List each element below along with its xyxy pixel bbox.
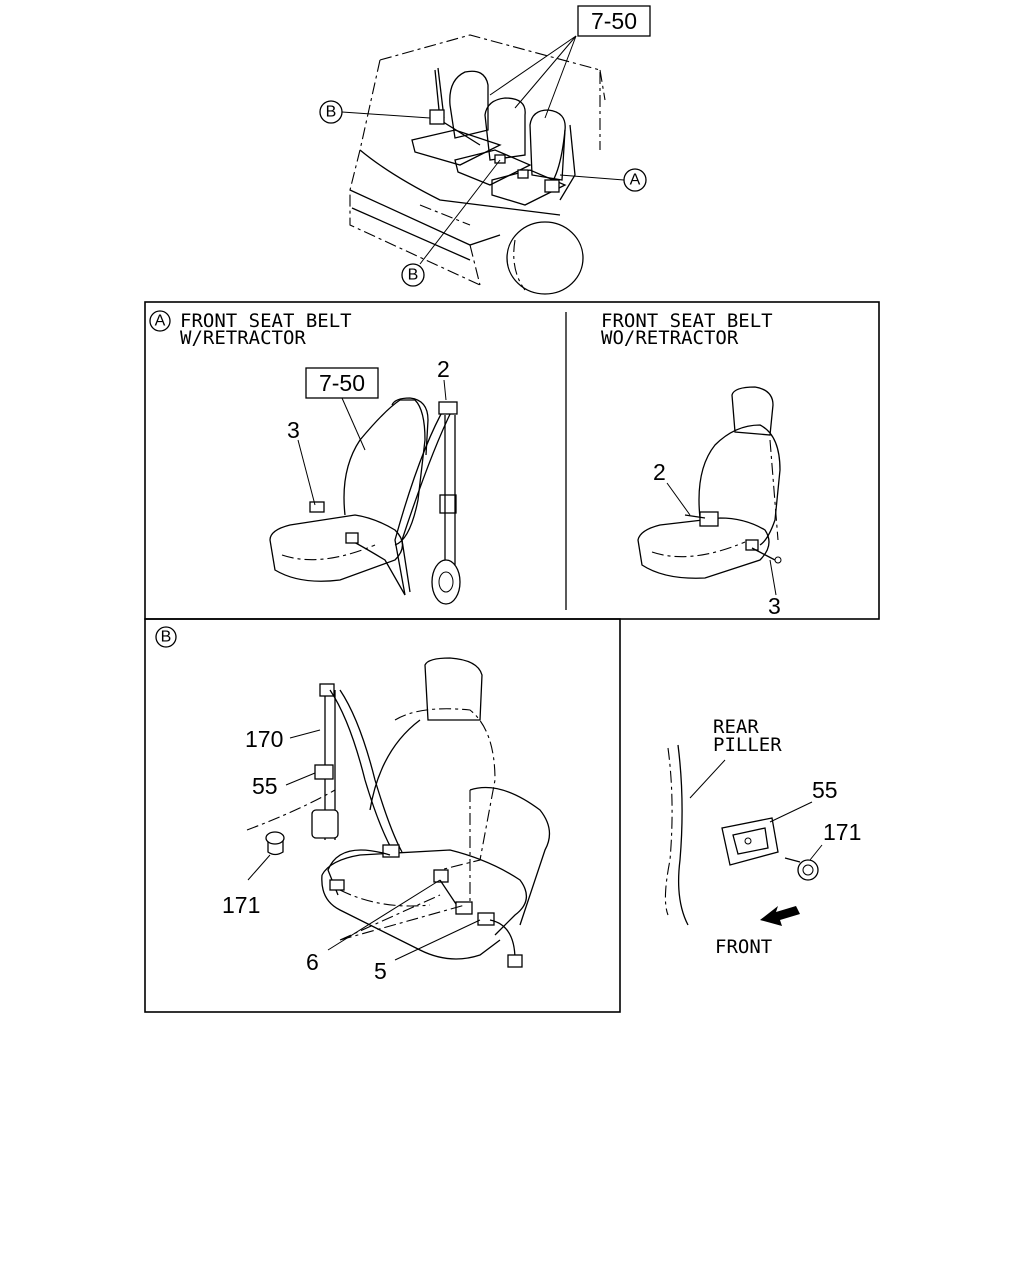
panel-b-callout: B [155,626,177,648]
svg-text:B: B [408,267,419,284]
panel-a-right-part-2: 2 [653,459,666,485]
svg-text:A: A [630,172,641,189]
pillar-detail-drawing [664,744,823,926]
front-arrow-icon [760,906,800,926]
pillar-label-line2: PILLER [713,734,782,756]
svg-text:7-50: 7-50 [591,8,637,34]
panel-b-frame [144,618,621,1013]
overview-callout-b-lower: B [401,263,425,287]
overview-ref-box: 7-50 [577,5,651,37]
panel-a-right-title-line2: WO/RETRACTOR [601,327,739,349]
pillar-part-55: 55 [812,777,838,803]
panel-a-right-seat-without-retractor [637,386,782,596]
panel-b-part-5: 5 [374,958,387,984]
svg-text:B: B [326,104,337,121]
panel-b-bench-seat [246,657,551,968]
panel-b-part-55: 55 [252,773,278,799]
svg-text:7-50: 7-50 [319,370,365,396]
pillar-label-line1: REAR [713,716,759,738]
panel-a-seat-with-retractor [269,379,461,605]
front-label: FRONT [715,936,772,958]
panel-a-ref-box: 7-50 [305,367,379,399]
panel-b-part-6: 6 [306,949,319,975]
overview-callout-a: A [623,168,647,192]
pillar-part-171: 171 [823,819,861,845]
panel-b-part-171: 171 [222,892,260,918]
svg-text:A: A [155,313,166,330]
panel-a-title-line1: FRONT SEAT BELT [180,310,352,332]
svg-text:B: B [161,629,172,646]
panel-b-part-170: 170 [245,726,283,752]
panel-a-frame [144,301,880,620]
panel-a-right-title-line1: FRONT SEAT BELT [601,310,773,332]
panel-a-right-part-3: 3 [768,593,781,619]
panel-a-part-3: 3 [287,417,300,443]
panel-a-callout: A [149,310,171,332]
overview-callout-b-upper: B [319,100,343,124]
panel-a-part-2: 2 [437,356,450,382]
panel-a-title-line2: W/RETRACTOR [180,327,306,349]
cab-overview [341,34,625,295]
